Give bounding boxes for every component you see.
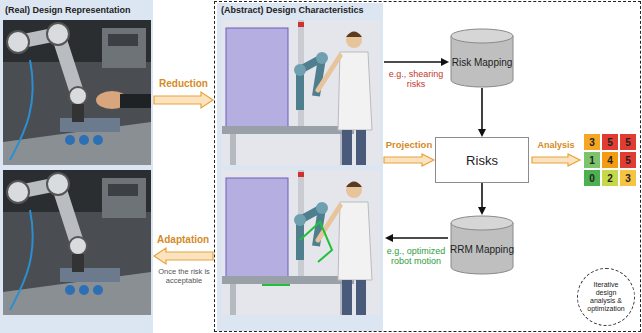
abstract-panel-ground (217, 3, 383, 331)
arrow-head (441, 58, 449, 66)
robot-render (222, 20, 380, 165)
panel-heading: (Abstract) Design Characteristics (221, 5, 364, 15)
panel-heading: (Real) Design Representation (5, 5, 131, 15)
matrix-cell: 0 (583, 169, 601, 187)
edge-label: Adaptation (157, 234, 209, 246)
connector (478, 88, 486, 137)
step-label: Projection (382, 140, 436, 151)
iterative-cycle: Iterative design analysis & optimization (577, 268, 635, 326)
edge-label: Reduction (159, 78, 208, 90)
matrix-cell: 5 (601, 133, 619, 151)
block-arrow (154, 92, 213, 108)
step-label: Analysis (531, 140, 581, 150)
matrix-cell: 3 (583, 133, 601, 151)
matrix-cell: 5 (619, 151, 637, 169)
condition-note: Once the risk is acceptable (154, 268, 214, 285)
mapping-arrow (384, 61, 442, 63)
matrix-cell: 4 (601, 151, 619, 169)
mapping-arrow (392, 237, 448, 239)
cylinder-top (451, 29, 513, 43)
node-text: Risk Mapping (452, 57, 513, 69)
matrix-cell: 2 (601, 169, 619, 187)
cylinder-body (451, 223, 513, 274)
matrix-cell: 3 (619, 169, 637, 187)
example-note: e.g., shearing risks (384, 69, 448, 90)
risk-mapping-cylinder: Risk Mapping (450, 28, 514, 88)
arrow-head (478, 129, 486, 137)
risks-box: Risks (435, 137, 529, 183)
connector-line (481, 183, 483, 208)
rrm-mapping-cylinder: RRM Mapping (450, 215, 514, 275)
optimized-path (262, 284, 290, 286)
real-panel-ground (0, 0, 153, 333)
cylinder-top (451, 216, 513, 230)
projection-arrow (384, 154, 434, 166)
sleeve (120, 94, 151, 108)
arrow-head (385, 234, 393, 242)
node-text: Risks (466, 153, 498, 168)
matrix-cell: 5 (619, 133, 637, 151)
matrix-cell: 1 (583, 151, 601, 169)
block-arrow (154, 248, 213, 264)
abstract-frame: (Abstract) Design CharacteristicsRisk Ma… (214, 1, 641, 332)
analysis-arrow (532, 154, 580, 166)
connector (478, 183, 486, 215)
real-panel: (Real) Design Representation (0, 0, 153, 333)
example-note: e.g., optimized robot motion (384, 246, 448, 267)
node-text: RRM Mapping (450, 244, 514, 256)
optimized-path (300, 222, 332, 262)
arrow-head (478, 207, 486, 215)
robot-photo (3, 20, 151, 165)
connector-line (481, 88, 483, 130)
node-text: Iterative design analysis & optimization (583, 281, 629, 313)
cylinder-body (451, 36, 513, 87)
